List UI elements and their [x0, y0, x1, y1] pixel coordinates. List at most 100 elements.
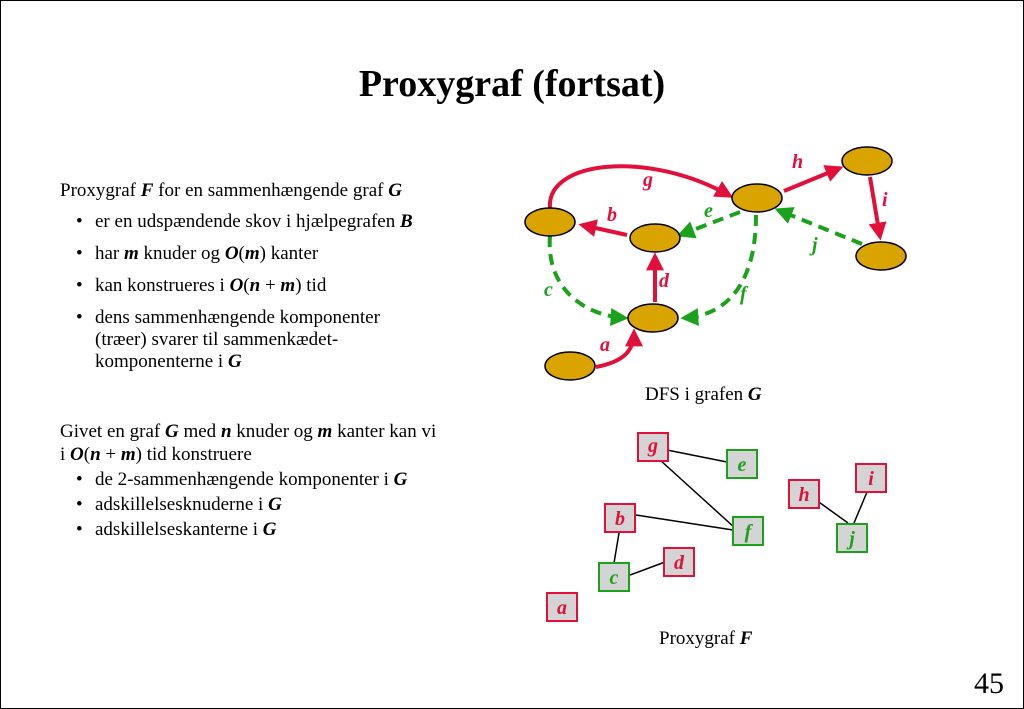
intro-text-2: for en sammenhængende graf: [153, 180, 389, 201]
proxy-label-i: i: [868, 468, 874, 490]
bullet-3-text: kan konstrueres i O(n + m) tid: [95, 275, 326, 297]
var-m: m: [317, 421, 333, 442]
var-m: m: [280, 275, 296, 296]
var-n: n: [220, 421, 232, 442]
proxy-caption: Proxygraf F: [659, 628, 752, 650]
text: tid konstruere: [142, 444, 252, 465]
text: adskillelseskanterne i G: [95, 519, 277, 541]
proxy-box-c: [598, 562, 630, 592]
proxy-box-g: [637, 432, 669, 462]
graph-node: [627, 303, 679, 333]
edge-g: [547, 164, 734, 209]
bullet-dot: •: [76, 494, 83, 515]
proxy-label-e: e: [738, 454, 747, 476]
proxy-box-b: [604, 503, 636, 533]
var-G: G: [388, 180, 402, 201]
block2-bullet-1: • de 2-sammenhængende komponenter i G: [76, 469, 407, 491]
graph-node: [544, 351, 596, 381]
intro-text: Proxygraf: [60, 180, 141, 201]
edge-f: [680, 214, 758, 327]
text: knuder og: [231, 421, 318, 442]
var-O: O: [224, 243, 239, 264]
proxy-box-d: [663, 547, 695, 577]
edge-label-e: e: [704, 200, 713, 222]
block2-bullet-2: • adskillelsesknuderne i G: [76, 494, 282, 516]
text: +: [260, 275, 281, 296]
edge-i: [868, 176, 887, 241]
bullet-2: • har m knuder og O(m) kanter: [76, 243, 318, 265]
proxy-box-e: [726, 449, 758, 479]
edge-label-b: b: [607, 204, 617, 226]
graph-node: [524, 207, 576, 237]
text: Givet en graf: [60, 421, 165, 442]
graph-node: [731, 183, 783, 213]
edge-j: [774, 207, 863, 246]
bullet-dot: •: [76, 307, 83, 328]
var-G: G: [393, 469, 408, 490]
graph-node: [629, 223, 681, 253]
proxy-box-h: [788, 479, 820, 509]
text: (træer) svarer til sammenkædet-: [95, 329, 339, 350]
var-B: B: [399, 211, 413, 232]
edge-e: [676, 210, 741, 239]
bullet-4: • dens sammenhængende komponenter (træer…: [76, 307, 380, 372]
proxy-edge: [815, 499, 849, 524]
text: ): [295, 275, 302, 296]
proxy-box-a: [546, 592, 578, 622]
bullet-1: • er en udspændende skov i hjælpegrafen …: [76, 211, 413, 233]
text: Proxygraf: [659, 628, 740, 649]
proxy-label-b: b: [615, 508, 625, 530]
var-G: G: [164, 421, 179, 442]
text: de 2-sammenhængende komponenter i: [95, 469, 394, 490]
var-n: n: [90, 444, 101, 465]
var-G: G: [268, 494, 282, 515]
proxy-label-c: c: [610, 567, 619, 589]
var-m: m: [120, 444, 136, 465]
text: (: [238, 243, 245, 264]
bullet-1-text: er en udspændende skov i hjælpegrafen B: [95, 211, 413, 233]
var-G: G: [262, 519, 277, 540]
edge-label-f: f: [740, 283, 749, 305]
proxy-edge: [853, 491, 868, 524]
var-G: G: [747, 384, 762, 405]
bullet-2-text: har m knuder og O(m) kanter: [95, 243, 318, 265]
proxy-box-i: [855, 463, 887, 493]
var-m: m: [124, 243, 139, 264]
edge-label-c: c: [544, 279, 553, 301]
edge-label-d: d: [659, 270, 670, 292]
text: (: [243, 275, 250, 296]
var-F: F: [140, 180, 154, 201]
edge-a: [595, 328, 643, 369]
proxy-box-j: [836, 523, 868, 553]
dfs-caption: DFS i grafen G: [645, 384, 762, 406]
text: med: [178, 421, 221, 442]
text: ): [135, 444, 142, 465]
proxy-edge: [629, 561, 666, 576]
text: (: [83, 444, 91, 465]
var-F: F: [739, 628, 753, 649]
edge-label-j: j: [809, 234, 818, 256]
proxy-edge: [613, 532, 620, 564]
var-m: m: [244, 243, 260, 264]
text: tid: [301, 275, 327, 296]
text: +: [100, 444, 121, 465]
text: adskillelsesknuderne i: [95, 494, 269, 515]
var-n: n: [249, 275, 261, 296]
proxy-edge: [666, 449, 728, 463]
proxy-label-g: g: [647, 435, 658, 457]
text: kanter kan vi: [332, 421, 437, 442]
edge-label-i: i: [882, 189, 888, 211]
text: kan konstrueres i: [95, 275, 230, 296]
proxy-label-d: d: [674, 552, 685, 574]
text: adskillelsesknuderne i G: [95, 494, 282, 516]
text: dens sammenhængende komponenter: [95, 307, 380, 328]
page-number: 45: [974, 667, 1004, 700]
proxy-edge: [659, 459, 736, 529]
graph-node: [841, 146, 893, 176]
edge-label-g: g: [642, 169, 653, 191]
bullet-dot: •: [76, 243, 83, 264]
text: ): [259, 243, 266, 264]
edge-c: [547, 235, 629, 327]
edge-label-h: h: [792, 151, 803, 173]
